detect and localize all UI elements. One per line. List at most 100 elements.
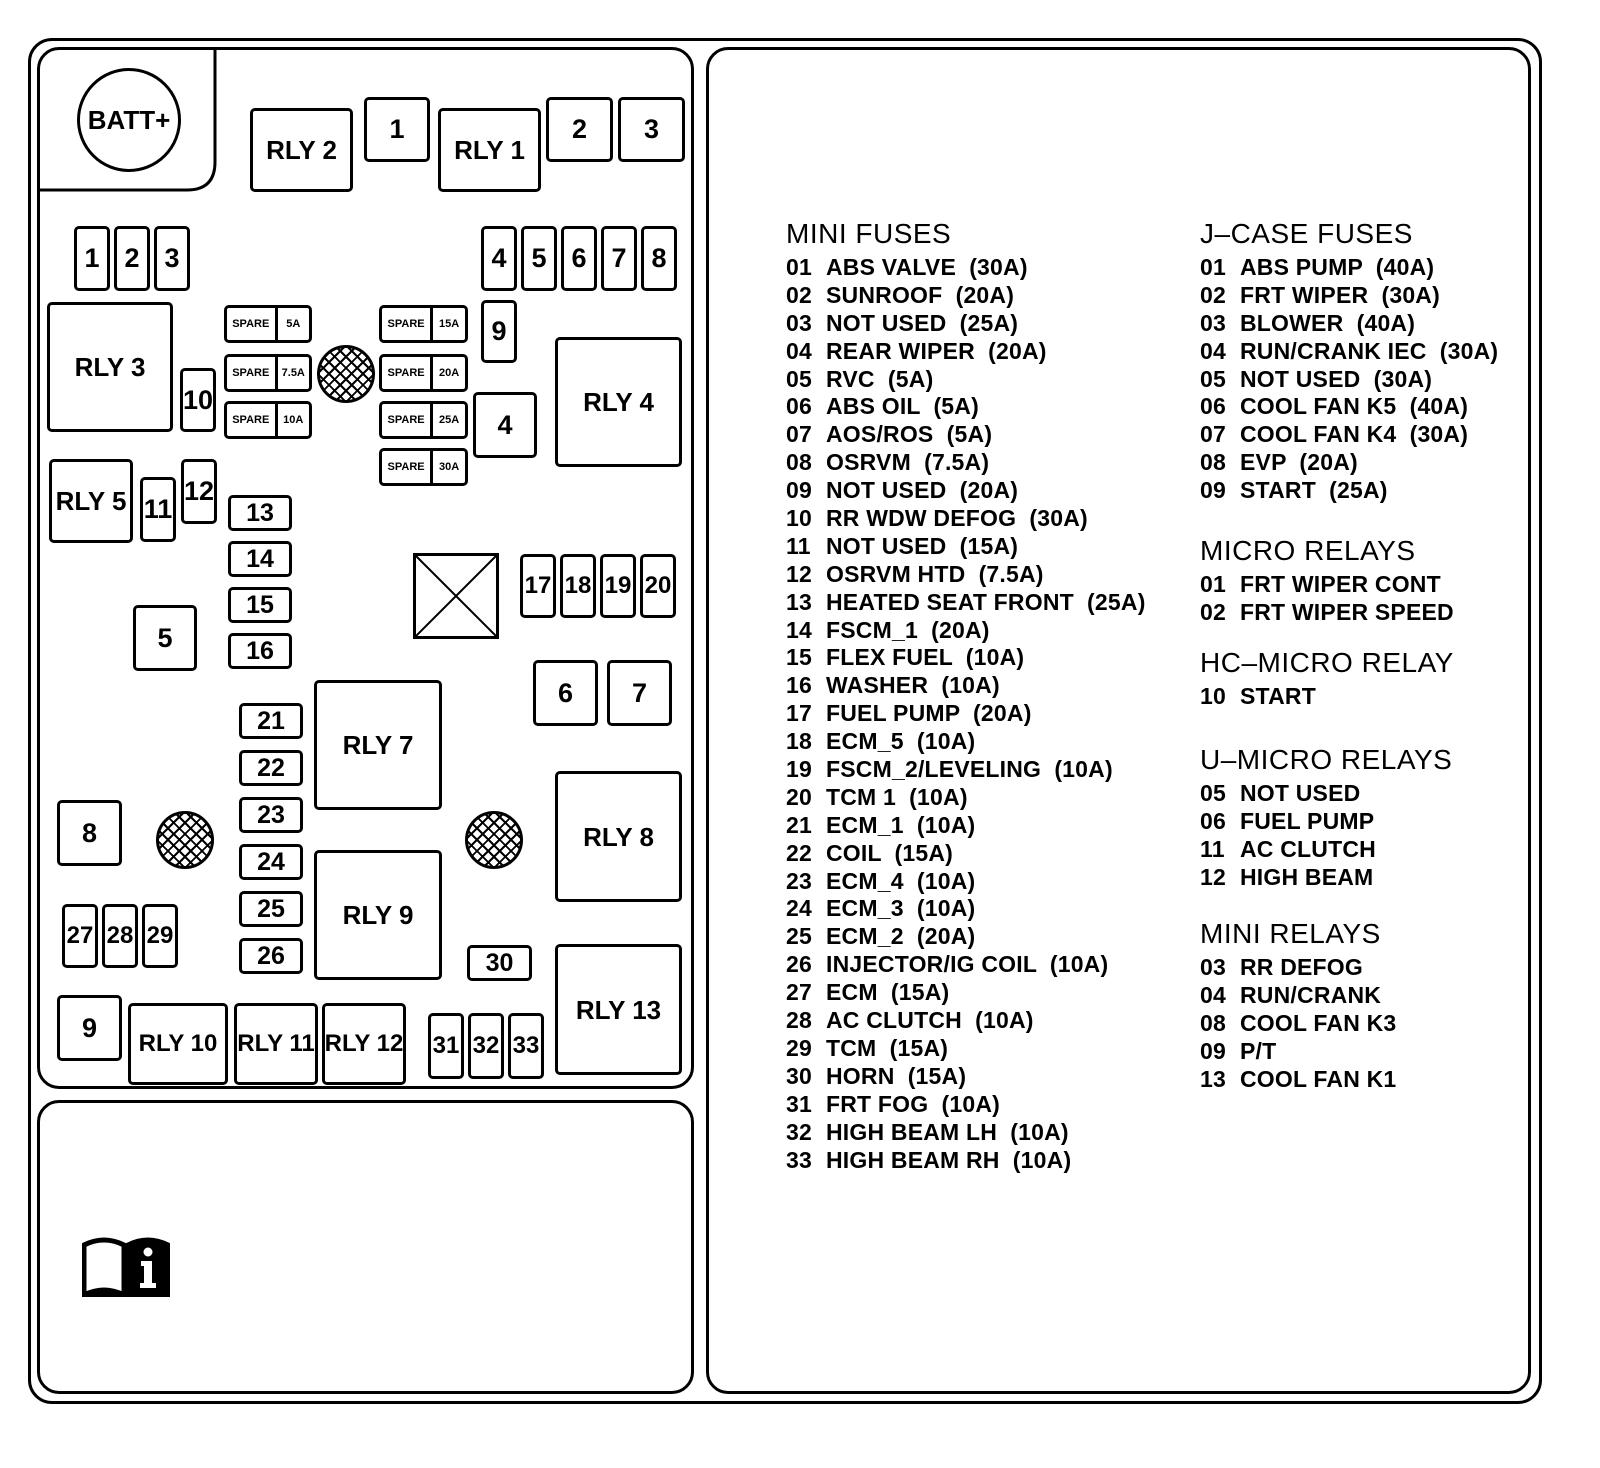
micro-relay-6: 6 (533, 660, 598, 726)
spare-rating: 30A (438, 461, 460, 473)
legend-item-number: 02 (1200, 598, 1226, 625)
legend-item-text: FRT WIPER (30A) (1240, 281, 1440, 308)
legend-item-number: 17 (786, 700, 812, 727)
legend-item-number: 09 (1200, 1037, 1226, 1064)
legend-item-text: ABS VALVE (30A) (826, 254, 1028, 280)
spare-fuse-20a: SPARE 20A (379, 354, 468, 392)
spare-rating: 15A (438, 318, 460, 330)
mini-fuse-28: 28 (102, 904, 138, 968)
legend-item-number: 08 (1200, 449, 1226, 476)
legend-item-text: HEATED SEAT FRONT (25A) (826, 588, 1146, 615)
legend-title: MINI FUSES (786, 218, 952, 249)
mini-fuse-18: 18 (560, 554, 596, 618)
legend-item-number: 04 (786, 337, 812, 364)
relay-10: RLY 10 (128, 1003, 228, 1085)
spare-rating: 7.5A (281, 367, 305, 379)
legend-item-text: ABS PUMP (40A) (1240, 254, 1435, 280)
legend-item-number: 13 (786, 588, 812, 615)
legend-item-number: 28 (786, 1007, 812, 1034)
legend-item-number: 10 (1200, 683, 1226, 709)
legend-item-text: ECM (15A) (826, 979, 950, 1006)
legend-item-text: ECM_4 (10A) (826, 867, 976, 894)
legend-item-number: 19 (786, 756, 812, 783)
legend-item-number: 09 (786, 477, 812, 504)
legend-item-number: 26 (786, 951, 812, 978)
legend-item-text: EVP (20A) (1240, 449, 1358, 476)
hatched-stud-left (156, 811, 214, 869)
mini-fuse-32: 32 (468, 1013, 504, 1079)
legend-item-number: 20 (786, 783, 812, 810)
spare-fuse-5a: SPARE 5A (224, 305, 312, 343)
legend-item-number: 11 (786, 532, 811, 559)
micro-relay-8: 8 (57, 800, 122, 866)
mini-fuse-11: 11 (140, 477, 176, 542)
micro-relay-9: 9 (57, 995, 122, 1061)
legend-item-text: FUEL PUMP (1240, 807, 1375, 834)
legend-item-number: 06 (1200, 807, 1226, 834)
legend-item-number: 29 (786, 1034, 812, 1061)
jcase-fuse-8: 8 (641, 226, 677, 291)
legend-item-number: 31 (786, 1090, 812, 1117)
legend-item-text: AC CLUTCH (1240, 835, 1376, 862)
mini-fuse-14: 14 (228, 541, 292, 577)
legend-title: HC–MICRO RELAY (1200, 647, 1454, 678)
spare-rating: 20A (438, 367, 460, 379)
legend-item-text: NOT USED (1240, 780, 1361, 806)
spare-fuse-30a: SPARE 30A (379, 448, 468, 486)
legend-item-text: ECM_5 (10A) (826, 728, 976, 755)
legend-item-number: 27 (786, 979, 812, 1006)
legend-item: 31 FRT FOG (10A) (786, 1091, 1146, 1119)
legend-panel (706, 47, 1531, 1394)
legend-item-text: HIGH BEAM RH (10A) (826, 1146, 1072, 1173)
legend-item: 08 EVP (20A) (1200, 449, 1498, 477)
mini-fuse-21: 21 (239, 703, 303, 739)
spare-rating: 5A (286, 318, 301, 330)
spare-rating: 10A (283, 414, 304, 426)
mini-fuse-30: 30 (467, 945, 532, 981)
legend-item-number: 05 (1200, 780, 1226, 806)
legend-item-number: 32 (786, 1118, 812, 1145)
legend-item-number: 06 (1200, 393, 1226, 420)
legend-item-text: FRT FOG (10A) (826, 1090, 1001, 1117)
fuse-block-panel (37, 47, 694, 1089)
legend-item-text: OSRVM (7.5A) (826, 449, 990, 476)
legend-item-number: 22 (786, 839, 812, 866)
legend-item-number: 18 (786, 728, 812, 755)
info-panel (37, 1100, 694, 1394)
legend-title: U–MICRO RELAYS (1200, 744, 1453, 775)
legend-item: 05 NOT USED (1200, 780, 1452, 808)
legend-item-text: ECM_3 (10A) (826, 895, 976, 922)
jcase-fuse-4: 4 (481, 226, 517, 291)
legend-item-number: 05 (786, 365, 812, 392)
micro-relay-5: 5 (133, 605, 197, 671)
jcase-fuse-9: 9 (481, 300, 517, 363)
legend-title: MINI RELAYS (1200, 918, 1381, 949)
legend-item: 27 ECM (15A) (786, 979, 1146, 1007)
legend-item-text: NOT USED (20A) (826, 477, 1019, 504)
legend-item-text: WASHER (10A) (826, 672, 1000, 699)
legend-item-text: FSCM_2/LEVELING (10A) (826, 756, 1113, 783)
legend-item-text: AC CLUTCH (10A) (826, 1007, 1034, 1034)
spare-fuse-15a: SPARE 15A (379, 305, 468, 343)
micro-relay-7: 7 (607, 660, 672, 726)
relay-1: RLY 1 (438, 108, 541, 192)
